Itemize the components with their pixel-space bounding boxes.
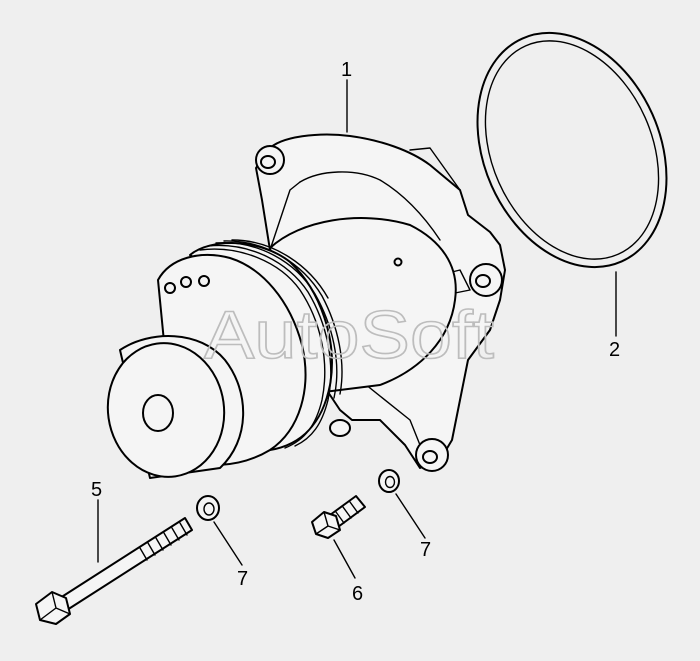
water-pump-assembly (106, 133, 506, 479)
leader-7a (213, 521, 243, 566)
o-ring-gasket (476, 31, 668, 269)
washer-right (378, 469, 400, 493)
washer-left (196, 495, 220, 521)
callout-2: 2 (609, 339, 620, 361)
watermark: AutoSoft (204, 297, 494, 373)
leader-7b (395, 493, 426, 539)
callout-1: 1 (341, 59, 352, 81)
callout-5: 5 (91, 479, 102, 501)
callout-7-right: 7 (420, 539, 431, 561)
callout-7-left: 7 (237, 568, 248, 590)
leader-6 (333, 539, 356, 579)
short-bolt (311, 495, 366, 539)
callout-6: 6 (352, 583, 363, 605)
pump-hub-front (106, 342, 226, 478)
long-bolt (35, 517, 193, 625)
leader-lines (97, 79, 617, 579)
